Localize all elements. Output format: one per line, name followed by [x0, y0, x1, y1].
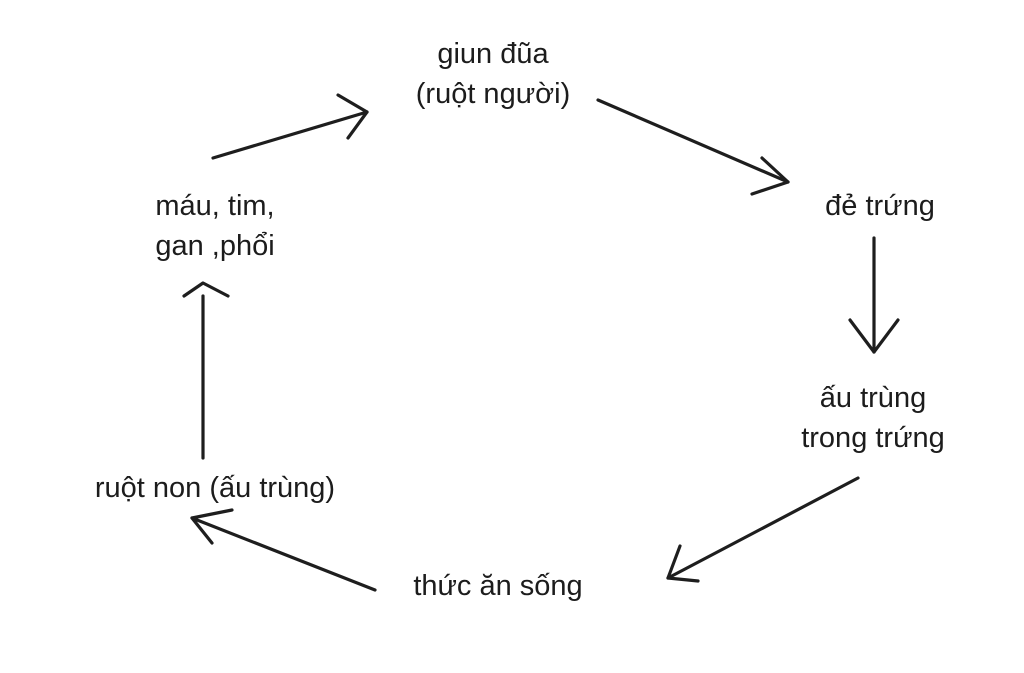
- node-giun-dua-line2: (ruột người): [415, 78, 571, 110]
- arrow-ruot-non-to-mau: [182, 281, 230, 460]
- arrow-giun-dua-to-de-trung: [596, 98, 790, 196]
- node-giun-dua: giun đũa (ruột người): [383, 34, 603, 114]
- node-thuc-an-song: thức ăn sống: [373, 566, 623, 606]
- node-giun-dua-line1: giun đũa: [437, 38, 549, 70]
- node-de-trung-line1: đẻ trứng: [825, 190, 935, 222]
- node-au-trung-trong-trung: ấu trùng trong trứng: [768, 378, 978, 458]
- node-au-trung-line2: trong trứng: [801, 422, 945, 454]
- node-mau-line1: máu, tim,: [155, 190, 275, 222]
- node-mau-tim-gan-phoi: máu, tim, gan ,phổi: [120, 186, 310, 266]
- node-ruot-non-line1: ruột non (ấu trùng): [94, 472, 336, 504]
- arrow-de-trung-to-au-trung: [848, 236, 900, 354]
- arrow-mau-to-giun-dua: [211, 93, 369, 160]
- node-au-trung-line1: ấu trùng: [819, 382, 927, 414]
- node-mau-line2: gan ,phổi: [155, 230, 275, 262]
- arrow-thuc-an-song-to-ruot-non: [190, 508, 377, 592]
- node-de-trung: đẻ trứng: [800, 186, 960, 226]
- node-thuc-an-song-line1: thức ăn sống: [413, 570, 583, 602]
- node-ruot-non: ruột non (ấu trùng): [45, 468, 385, 508]
- arrow-au-trung-to-thuc-an-song: [666, 476, 860, 583]
